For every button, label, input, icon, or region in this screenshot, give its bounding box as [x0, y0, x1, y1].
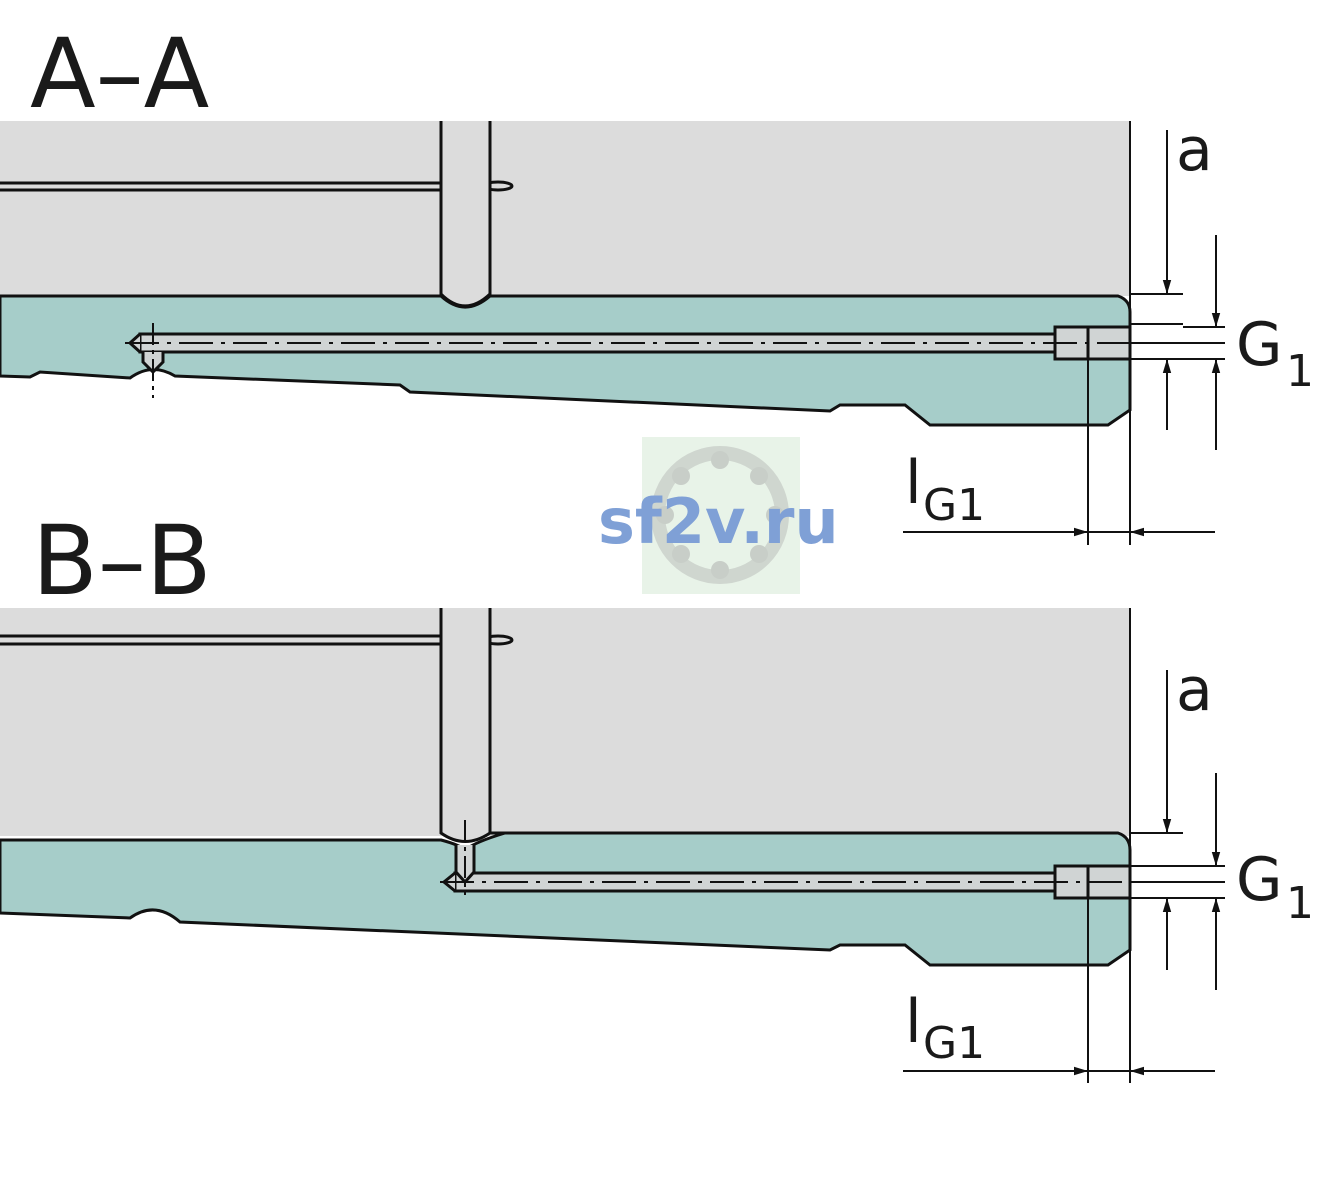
- section-title-a: A–A: [30, 18, 209, 130]
- dim-label-g-sub: 1: [1286, 346, 1314, 397]
- section-b: B–B a G 1 l G1: [0, 505, 1314, 1083]
- watermark-text: sf2v.ru: [598, 485, 839, 558]
- dim-label-a: a: [1176, 115, 1213, 185]
- dim-label-l-sub-b: G1: [923, 1018, 985, 1069]
- dim-label-a-b: a: [1176, 655, 1213, 725]
- section-title-b: B–B: [32, 505, 212, 617]
- housing-block-b: [0, 608, 1130, 836]
- dim-label-g: G: [1236, 310, 1283, 380]
- vertical-slot-a: [439, 121, 492, 308]
- dim-label-l-b: l: [905, 987, 922, 1057]
- dim-label-l-sub: G1: [923, 480, 985, 531]
- dim-label-l: l: [905, 448, 922, 518]
- section-a: A–A a G 1 l G1: [0, 18, 1314, 545]
- dim-label-g-b: G: [1236, 845, 1283, 915]
- housing-block-a: [0, 121, 1130, 296]
- watermark: sf2v.ru: [598, 437, 839, 594]
- vertical-slot-b: [439, 608, 492, 843]
- rail-body-a: [0, 294, 1132, 427]
- rail-body-b: [0, 831, 1132, 967]
- dim-label-g-sub-b: 1: [1286, 878, 1314, 929]
